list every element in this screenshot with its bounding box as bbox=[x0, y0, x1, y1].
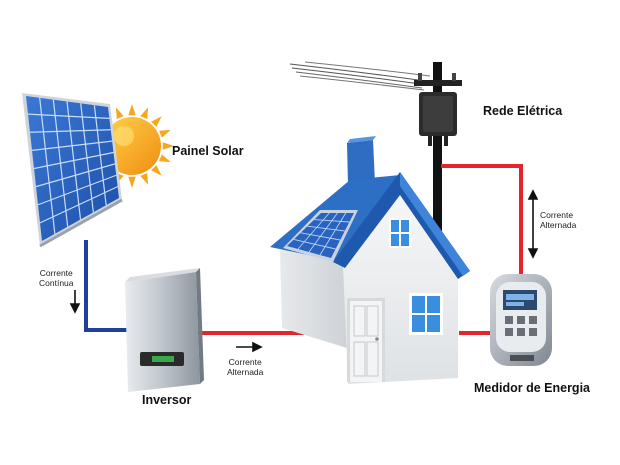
sun-ray bbox=[151, 116, 162, 127]
ac-inverter-flow-label: Corrente Alternada bbox=[227, 357, 263, 377]
sun-ray bbox=[128, 104, 136, 116]
house-icon bbox=[270, 136, 470, 384]
sun-ray bbox=[162, 142, 174, 150]
ac-flow-arrow-bidirectional bbox=[527, 189, 539, 259]
panel-cell-line bbox=[297, 212, 330, 250]
ac-flow-arrow-right bbox=[236, 341, 263, 353]
panel-cell-line bbox=[308, 212, 338, 253]
sun-icon bbox=[90, 104, 174, 188]
meter-label: Medidor de Energia bbox=[474, 381, 590, 395]
panel-cell-line bbox=[319, 212, 347, 256]
solar-panel-icon bbox=[22, 93, 123, 248]
sun-ray bbox=[140, 107, 149, 119]
panel-cell-line bbox=[39, 186, 118, 224]
panel-cell-line bbox=[27, 113, 110, 119]
utility-pole-icon bbox=[414, 62, 462, 280]
dc-flow-line1: Corrente bbox=[39, 268, 73, 278]
panel-cell-line bbox=[35, 163, 116, 188]
panel-cell-line bbox=[314, 219, 350, 223]
ac-grid-flow-label: Corrente Alternada bbox=[540, 210, 576, 230]
sun-ray bbox=[159, 154, 171, 163]
ac-grid-flow-line1: Corrente bbox=[540, 210, 574, 220]
dc-flow-label: Corrente Contínua bbox=[39, 268, 74, 288]
grid-label: Rede Elétrica bbox=[483, 104, 563, 118]
sun-ray bbox=[140, 173, 149, 185]
energy-meter-icon bbox=[490, 274, 552, 366]
panel-cell-line bbox=[307, 225, 345, 232]
dc-flow-line2: Contínua bbox=[39, 278, 74, 288]
sun-ray bbox=[115, 107, 124, 119]
ac-inverter-flow-line2: Alternada bbox=[227, 367, 264, 377]
panel-cell-line bbox=[37, 174, 117, 206]
panel-cell-line bbox=[33, 151, 114, 170]
inverter-label: Inversor bbox=[142, 393, 192, 407]
sun-ray bbox=[151, 165, 162, 176]
ac-grid-flow-line2: Alternada bbox=[540, 220, 577, 230]
dc-flow-arrow bbox=[69, 290, 81, 314]
sun-ray bbox=[159, 129, 171, 138]
panel-cell-line bbox=[29, 129, 111, 133]
overhead-power-lines bbox=[289, 61, 431, 91]
panel-cell-line bbox=[31, 140, 113, 151]
solar-panel-label: Painel Solar bbox=[172, 144, 244, 158]
panel-cell-line bbox=[300, 232, 341, 241]
inverter-icon bbox=[125, 268, 204, 392]
ac-inverter-flow-line1: Corrente bbox=[228, 357, 262, 367]
panel-cell-line bbox=[293, 238, 336, 250]
sun-ray bbox=[128, 176, 136, 188]
